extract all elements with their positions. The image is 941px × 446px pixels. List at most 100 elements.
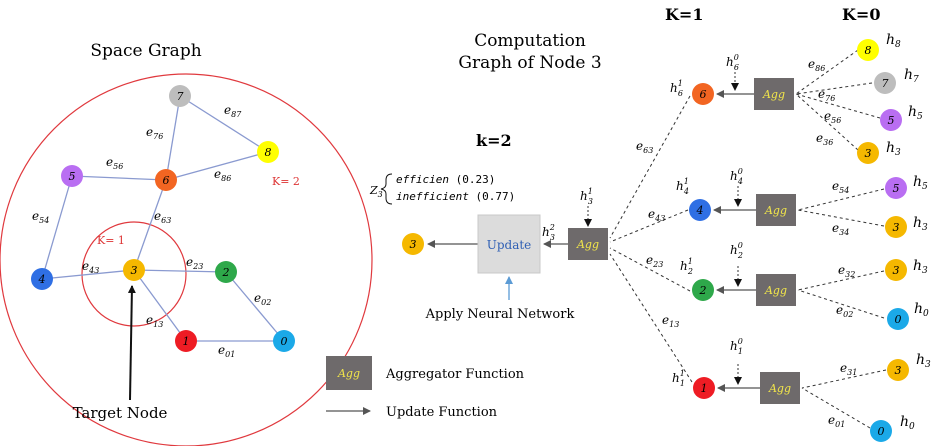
agg-box-6 xyxy=(754,78,794,110)
leaf-node-0-b: 0h0 xyxy=(870,414,915,442)
branch-1-leaf-links xyxy=(801,369,887,429)
edge-label-e13: e13 xyxy=(146,313,163,329)
svg-text:h0: h0 xyxy=(914,301,929,319)
space-node-1: 1 xyxy=(175,330,197,352)
k0-level-label: K=0 xyxy=(842,5,880,24)
k2-neighborhood-circle xyxy=(0,73,373,446)
edge-label-e36-comp: e36 xyxy=(816,131,833,147)
svg-text:1: 1 xyxy=(701,382,708,395)
svg-text:h3: h3 xyxy=(916,352,931,370)
edge-label-e56-comp: e56 xyxy=(824,109,841,125)
svg-text:h0: h0 xyxy=(900,414,915,432)
svg-text:8: 8 xyxy=(865,44,872,57)
k1-label: K= 1 xyxy=(97,234,125,247)
legend-aggregator-label: Aggregator Function xyxy=(385,367,525,382)
update-box xyxy=(477,214,541,274)
space-node-3: 3 xyxy=(123,259,145,281)
svg-text:3: 3 xyxy=(410,238,417,251)
svg-text:5: 5 xyxy=(69,170,76,183)
apply-nn-label: Apply Neural Network xyxy=(425,307,575,322)
edge-label-e86: e86 xyxy=(214,167,231,183)
svg-text:h5: h5 xyxy=(913,174,928,192)
branch-4-leaf-links xyxy=(797,188,885,227)
svg-text:0: 0 xyxy=(895,313,902,326)
svg-text:7: 7 xyxy=(177,90,184,103)
legend-agg-text: Agg xyxy=(337,367,360,380)
svg-text:5: 5 xyxy=(893,182,900,195)
edge-label-e43: e43 xyxy=(82,259,99,275)
svg-text:0: 0 xyxy=(281,335,288,348)
svg-text:h3: h3 xyxy=(913,215,928,233)
svg-text:Agg: Agg xyxy=(764,204,787,217)
svg-text:4: 4 xyxy=(696,204,704,217)
svg-text:2: 2 xyxy=(699,284,707,297)
z3-label: Z3 xyxy=(369,184,383,199)
svg-text:6: 6 xyxy=(700,88,707,101)
space-node-7: 7 xyxy=(169,85,191,107)
update-label: Update xyxy=(487,238,532,252)
edge-label-e23-comp: e23 xyxy=(646,253,663,269)
edge-label-e01: e01 xyxy=(218,343,235,359)
space-node-6: 6 xyxy=(155,169,177,191)
space-node-8: 8 xyxy=(257,141,279,163)
edge-label-e01-comp: e01 xyxy=(828,413,845,429)
computation-title-line2: Graph of Node 3 xyxy=(458,53,601,73)
k1-neighborhood-circle xyxy=(81,221,187,327)
leaf-node-0-a: 0 h0 xyxy=(887,301,929,330)
class-efficient: efficien (0.23) xyxy=(396,173,495,186)
svg-text:h3: h3 xyxy=(886,140,901,158)
svg-text:4: 4 xyxy=(38,273,46,286)
leaf-node-8: 8h8 xyxy=(857,32,901,61)
z3-brace xyxy=(380,173,393,205)
svg-text:3: 3 xyxy=(131,264,138,277)
svg-text:h3: h3 xyxy=(913,258,928,276)
svg-text:8: 8 xyxy=(265,146,272,159)
class-inefficient: inefficient (0.77) xyxy=(396,190,515,203)
svg-text:3: 3 xyxy=(865,147,872,160)
k2-label: K= 2 xyxy=(272,175,300,188)
edge-label-e76-comp: e76 xyxy=(818,87,835,103)
edge-label-e63-comp: e63 xyxy=(636,139,653,155)
edge-label-e02: e02 xyxy=(254,291,271,307)
edge-label-e43-comp: e43 xyxy=(648,207,665,223)
space-node-2: 2 xyxy=(215,261,237,283)
edge-label-e54: e54 xyxy=(32,209,49,225)
svg-text:5: 5 xyxy=(888,114,895,127)
edge-label-e32-comp: e32 xyxy=(838,263,855,279)
svg-text:3: 3 xyxy=(895,364,902,377)
space-node-4: 4 xyxy=(31,268,53,290)
svg-text:h5: h5 xyxy=(908,104,923,122)
svg-text:Agg: Agg xyxy=(762,88,785,101)
svg-text:2: 2 xyxy=(222,266,230,279)
edge-label-e23: e23 xyxy=(186,255,203,271)
edge-label-e31-comp: e31 xyxy=(840,361,857,377)
edge-label-e76: e76 xyxy=(146,125,163,141)
edge-label-e34-comp: e34 xyxy=(832,221,849,237)
svg-text:h7: h7 xyxy=(904,67,919,85)
edge-label-e63: e63 xyxy=(154,209,171,225)
svg-text:Agg: Agg xyxy=(768,382,791,395)
target-node-label: Target Node xyxy=(73,404,168,422)
space-node-0: 0 xyxy=(273,330,295,352)
main-agg-label: Agg xyxy=(576,238,599,251)
agg-box-1 xyxy=(760,372,800,404)
k2-level-label: k=2 xyxy=(476,131,512,150)
main-agg-box xyxy=(568,228,608,260)
leaf-node-7: 7h7 xyxy=(874,67,919,94)
leaf-node-5-a: 5 h5 xyxy=(880,104,923,131)
svg-text:1: 1 xyxy=(183,335,190,348)
edge-label-e86-comp: e86 xyxy=(808,57,825,73)
computation-title-line1: Computation xyxy=(474,31,586,51)
